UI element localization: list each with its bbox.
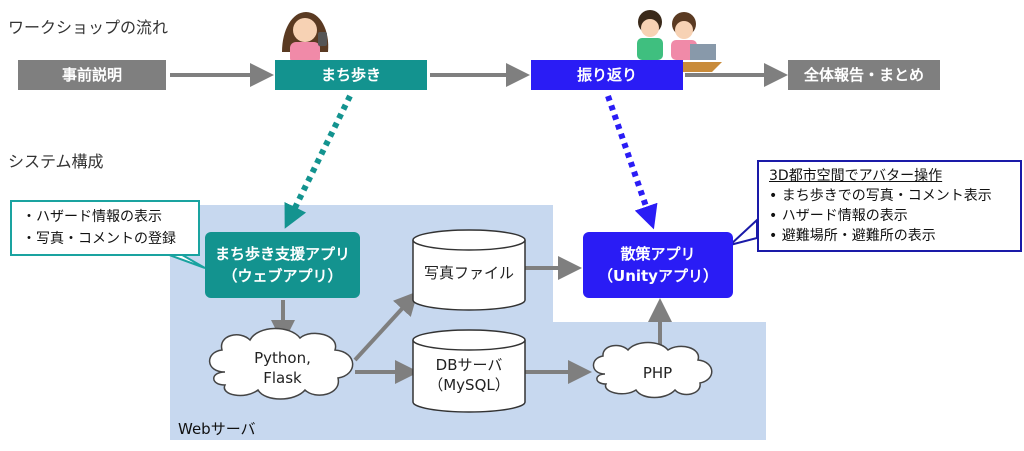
web-server-label: Webサーバ [178, 420, 256, 438]
db-server-line2: （MySQL） [428, 376, 510, 394]
person-walking-illustration [282, 12, 329, 64]
walk-support-app-line2: （ウェブアプリ） [222, 267, 343, 285]
php-label: PHP [642, 364, 673, 382]
system-architecture-title: システム構成 [8, 152, 104, 171]
photo-file-label: 写真ファイル [423, 264, 514, 282]
python-line2: Flask [263, 369, 302, 387]
walk-support-app: まち歩き支援アプリ （ウェブアプリ） [205, 232, 360, 298]
php-cloud [592, 341, 713, 399]
callout-stroll-features: 3D都市空間でアバター操作 • まち歩きでの写真・コメント表示 • ハザード情報… [757, 160, 1022, 252]
db-cylinder [412, 329, 526, 413]
callout-left-item: ・写真・コメントの登録 [22, 231, 176, 247]
workshop-flow-title: ワークショップの流れ [8, 18, 169, 37]
step-summary: 全体報告・まとめ [788, 60, 940, 90]
stroll-app: 散策アプリ （Unityアプリ） [583, 232, 733, 298]
stroll-app-line1: 散策アプリ [620, 245, 696, 263]
callout-right-item: • ハザード情報の表示 [769, 208, 908, 224]
photo-file-cylinder [412, 229, 526, 311]
step-review: 振り返り [531, 60, 683, 90]
callout-right-tail [729, 217, 758, 246]
arrow-walk-to-app [284, 94, 353, 229]
callout-right-item: • まち歩きでの写真・コメント表示 [769, 188, 992, 204]
python-flask-label: Python, Flask [235, 348, 330, 388]
callout-right-title: 3D都市空間でアバター操作 [769, 168, 943, 184]
db-server-label: DBサーバ （MySQL） [413, 355, 525, 395]
step-pre-briefing: 事前説明 [18, 60, 166, 90]
db-server-line1: DBサーバ [435, 356, 503, 374]
arrow-python-to-photo [353, 291, 419, 362]
callout-left-item: ・ハザード情報の表示 [22, 209, 162, 225]
arrow-review-to-app [605, 95, 658, 230]
stroll-app-line2: （Unityアプリ） [598, 267, 718, 285]
python-cloud [208, 327, 354, 400]
walk-support-app-line1: まち歩き支援アプリ [214, 245, 350, 263]
callout-right-item: • 避難場所・避難所の表示 [769, 228, 936, 244]
python-line1: Python, [254, 349, 311, 367]
callout-walk-features: ・ハザード情報の表示 ・写真・コメントの登録 [10, 200, 200, 256]
step-town-walk: まち歩き [275, 60, 427, 90]
